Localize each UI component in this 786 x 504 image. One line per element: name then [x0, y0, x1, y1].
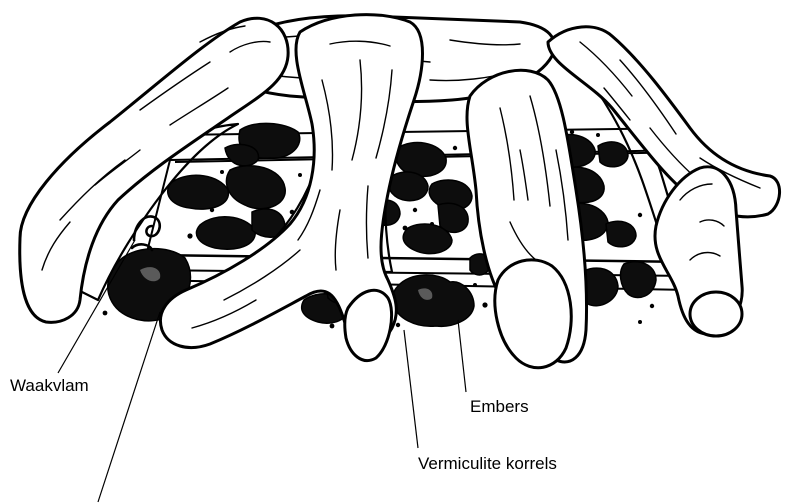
- label-pilot: Waakvlam: [10, 376, 89, 395]
- leader-embers: [458, 320, 466, 392]
- label-embers: Embers: [470, 397, 529, 416]
- label-vermiculite: Vermiculite korrels: [418, 454, 557, 473]
- leader-embers-bottom-left: [98, 312, 160, 502]
- leader-vermiculite: [404, 330, 418, 448]
